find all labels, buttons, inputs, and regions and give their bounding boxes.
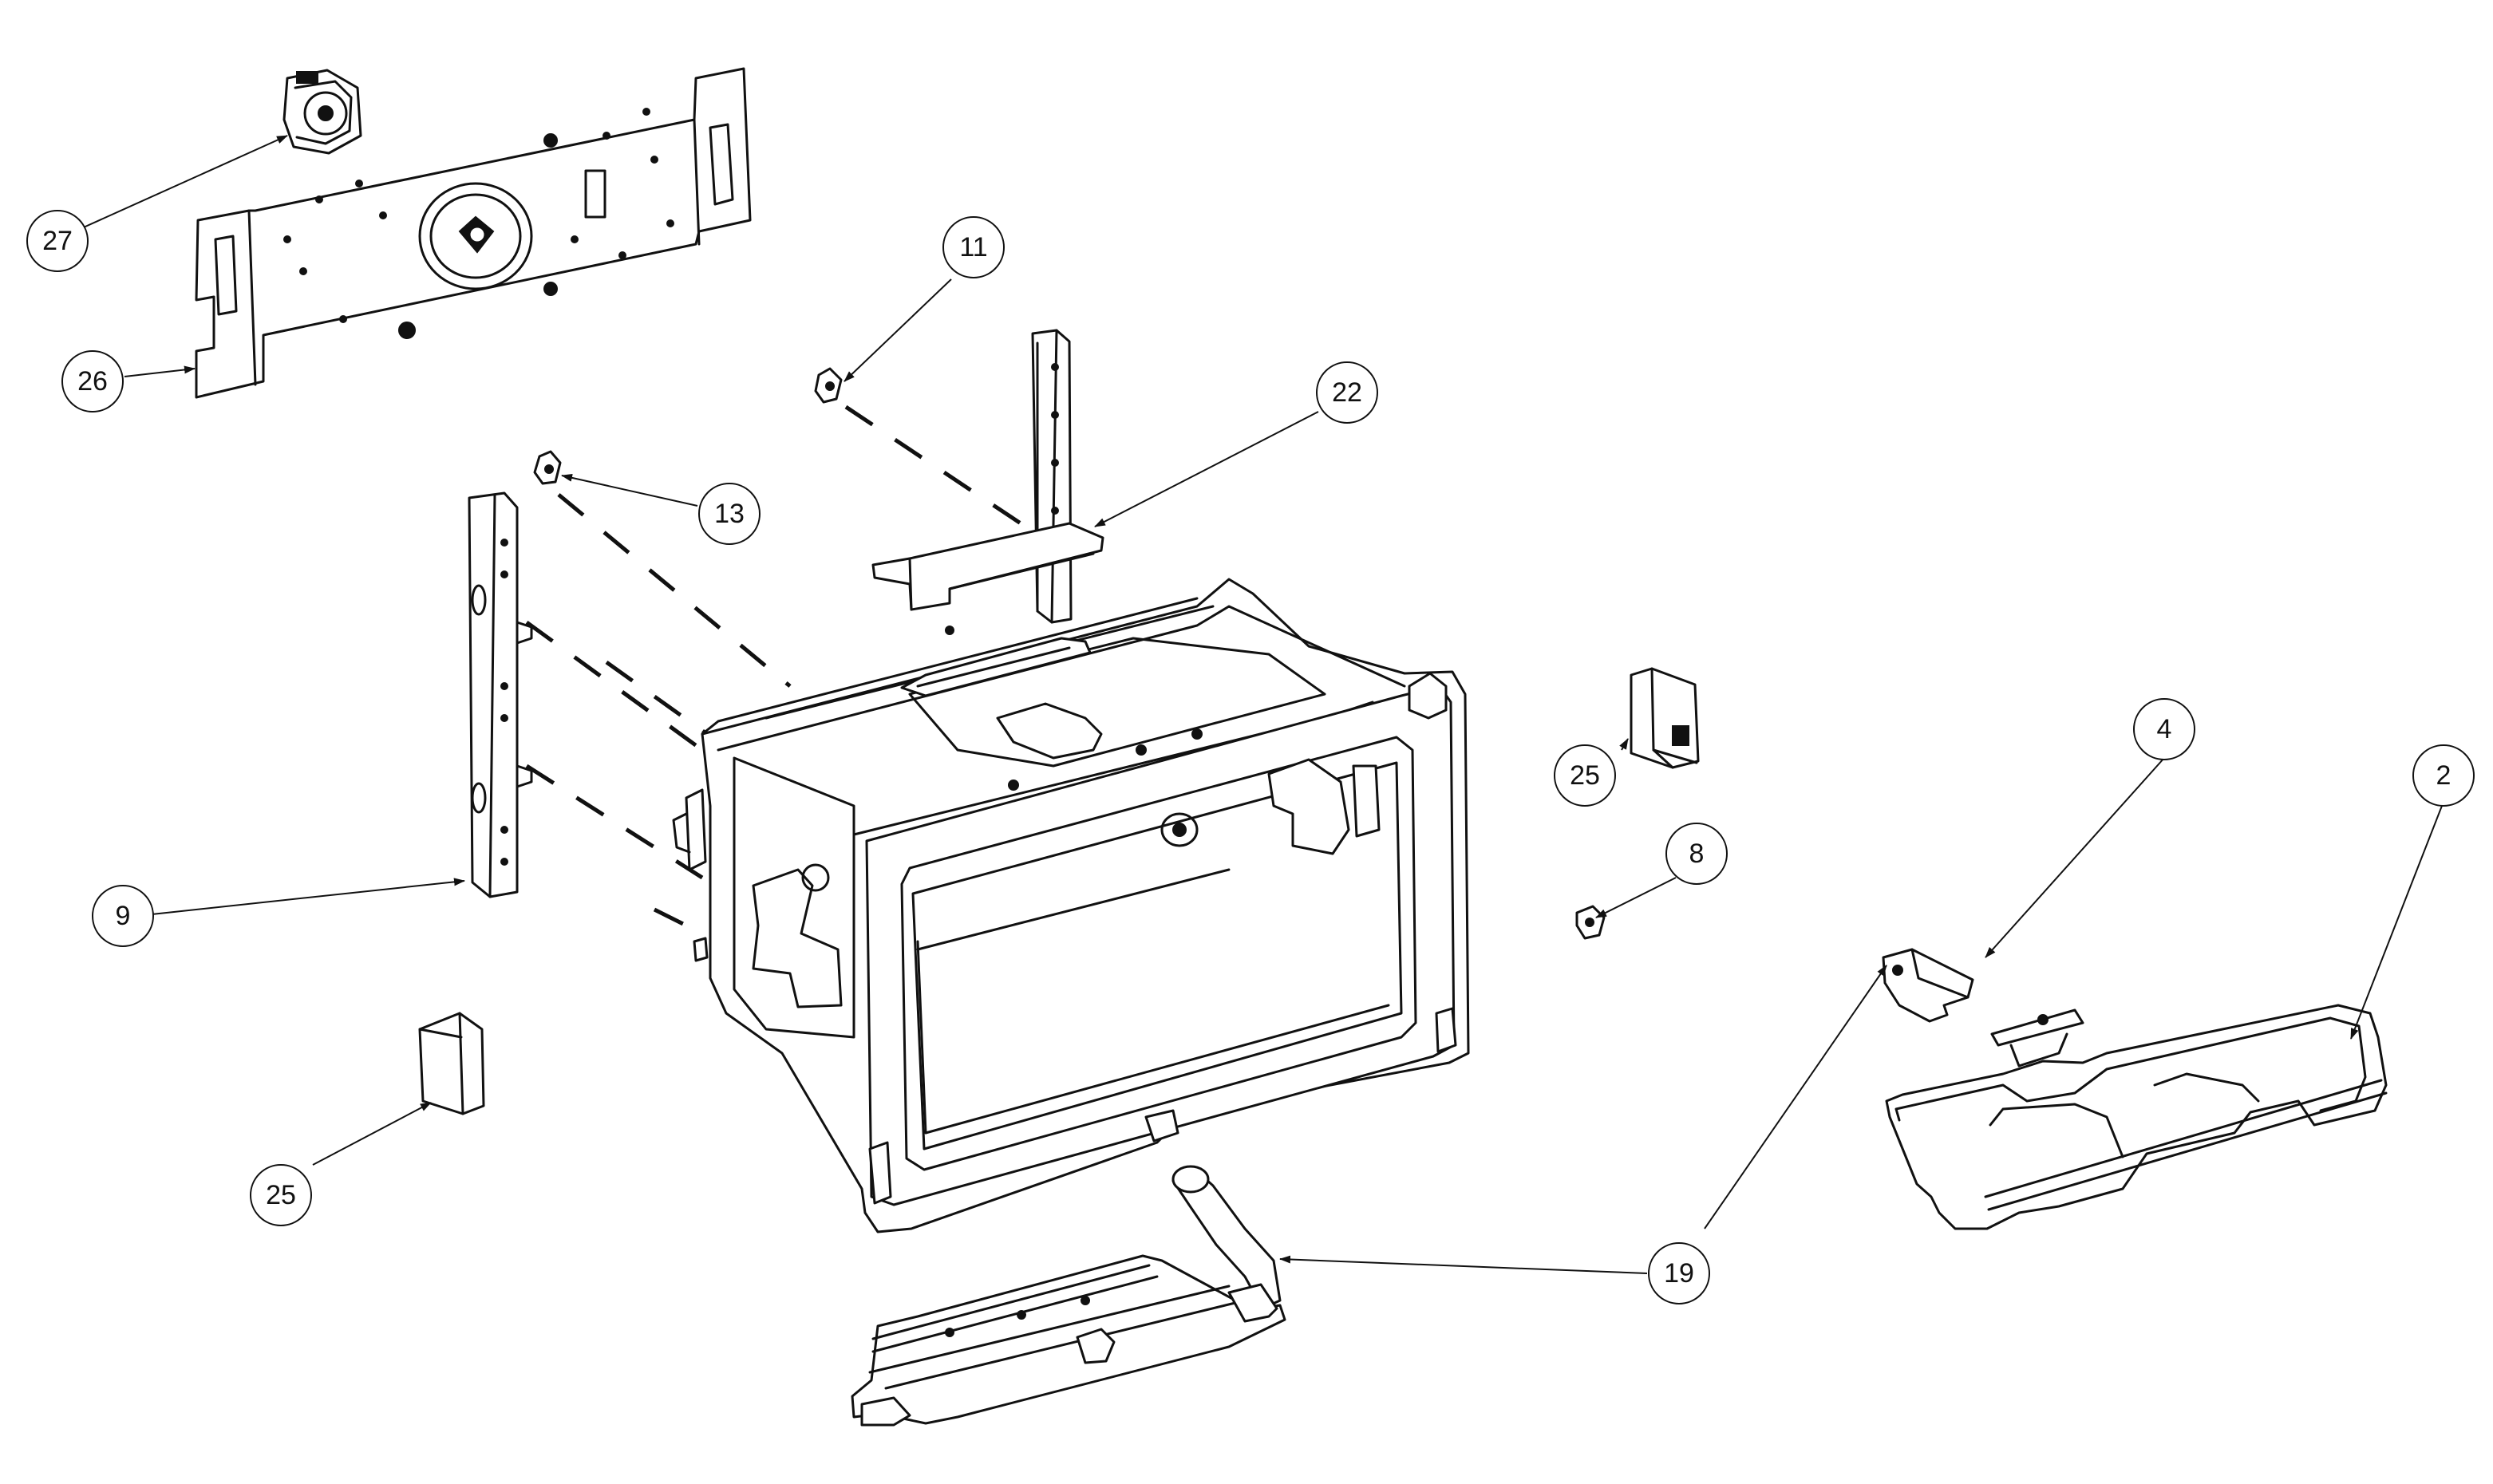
clip-part-13 (533, 450, 562, 485)
svg-text:4: 4 (2157, 714, 2172, 744)
lamp-housing-part-left (418, 1012, 485, 1115)
callout-26: 26 (61, 350, 124, 412)
svg-text:8: 8 (1689, 839, 1705, 869)
leader-lines (77, 135, 2443, 1274)
svg-text:25: 25 (1570, 760, 1600, 791)
oven-cavity-part (672, 578, 1470, 1233)
fan-motor-part (282, 69, 362, 155)
svg-text:27: 27 (42, 226, 73, 256)
bottom-element-part-19 (851, 1165, 1286, 1427)
svg-text:25: 25 (266, 1180, 296, 1210)
thermostat-bracket-part-4 (1882, 948, 1974, 1023)
callout-19: 19 (1648, 1242, 1710, 1304)
svg-text:13: 13 (714, 499, 745, 529)
assembly-dashed-lines (525, 405, 1039, 936)
svg-text:26: 26 (77, 366, 108, 397)
svg-text:22: 22 (1332, 377, 1362, 408)
callout-9: 9 (92, 885, 154, 947)
svg-text:19: 19 (1664, 1258, 1694, 1289)
callout-25-right: 25 (1554, 744, 1616, 807)
side-rail-part-22 (871, 329, 1104, 624)
heating-element-part-2 (1885, 1004, 2388, 1230)
clip-part-11 (814, 367, 843, 404)
svg-text:9: 9 (116, 901, 131, 931)
callout-13: 13 (698, 483, 761, 545)
callout-2: 2 (2412, 744, 2475, 807)
sensor-part-8 (1575, 905, 1606, 940)
callout-8: 8 (1665, 823, 1728, 885)
side-rail-part-9 (468, 491, 533, 898)
lamp-housing-part-right (1630, 667, 1700, 769)
callout-4: 4 (2133, 698, 2195, 760)
svg-text:2: 2 (2436, 760, 2452, 791)
rear-panel-part (195, 67, 752, 399)
callout-27: 27 (26, 210, 89, 272)
callout-11: 11 (942, 216, 1005, 278)
callout-25-left: 25 (250, 1164, 312, 1226)
svg-text:11: 11 (959, 232, 987, 262)
callout-22: 22 (1316, 361, 1378, 424)
